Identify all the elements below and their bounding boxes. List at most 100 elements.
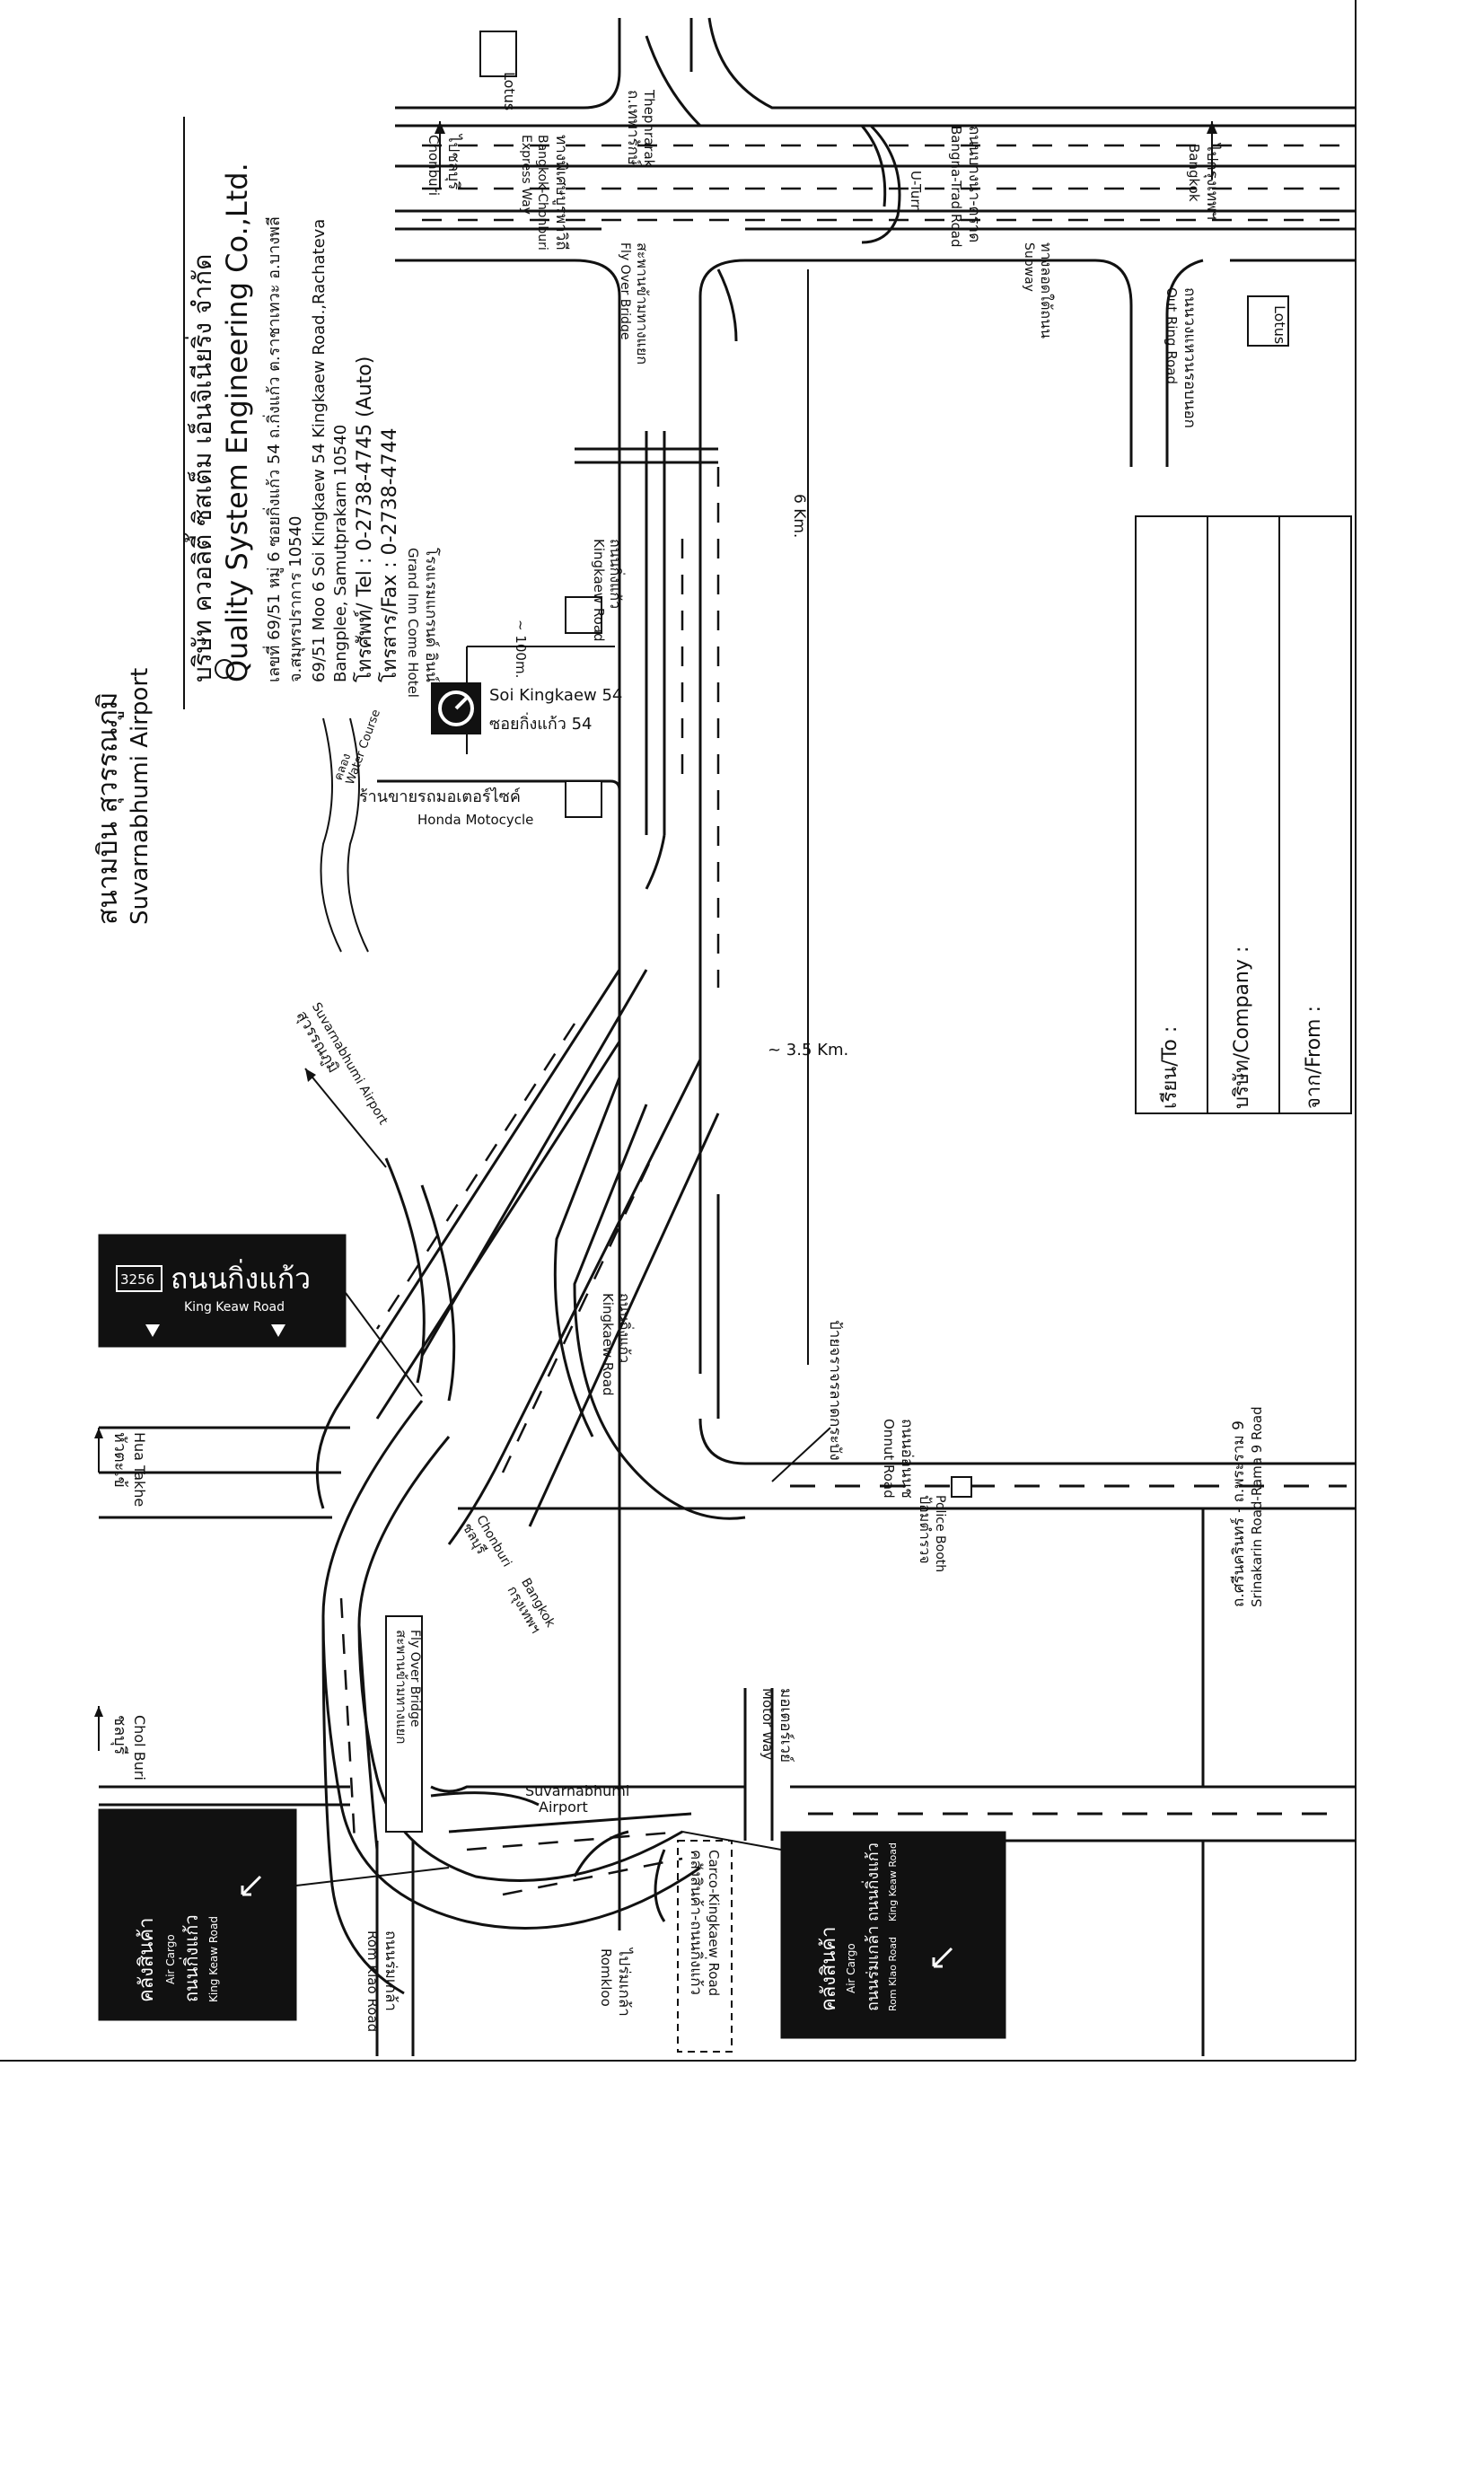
to-bangkok-en-label: Bangkok (1186, 144, 1202, 202)
onnut-th-label: ถนนอ่อนนุช (898, 1419, 916, 1499)
company-block: บริษัท ควอลิตี้ ซิสเต็ม เอ็นจิเนียริ่ง จ… (184, 163, 401, 682)
hotel-th-label: โรงแรมแกรนด์ อินน์ (422, 548, 441, 682)
hua-takhe-th-label: หัวตะเข้ (110, 1432, 129, 1488)
lotus-top-box (479, 31, 517, 77)
srinakarin-th-label: ถ.ศรีนครินทร์ - ถ.พระราม 9 (1230, 1420, 1248, 1607)
outer-ring-th-label: ถนนวงแหวนรอบนอก (1181, 287, 1199, 428)
sign-air-cargo-right: คลังสินค้า Air Cargo ถนนร่มเกล้า ถนนกิ่ง… (780, 1831, 1006, 2039)
form-to-label: เรียน/To : (1159, 1026, 1181, 1109)
srinakarin-en-label: Srinakarin Road-Rama 9 Road (1249, 1406, 1265, 1607)
lat-krabang-sign-label: ป้ายจราจรลาดกระบัง (826, 1320, 844, 1461)
sign-arrow-down-icon (145, 1324, 160, 1337)
cargo-th-label: คลังสินค้า-ถนนกิ่งแก้ว (687, 1850, 707, 1995)
company-logo-small-icon (215, 659, 234, 679)
kingkaew-lower-th-label: ถนนกิ่งแก้ว (616, 1293, 635, 1363)
to-chonburi-th-label: ไปชลบุรี (444, 133, 463, 189)
distance-100m-label: ~ 100m. (513, 620, 529, 678)
bangna-trad-en-label: Bangna-Trad Road (948, 126, 964, 248)
flyover-lower-th-label: สะพานข้ามทางแยก (393, 1630, 409, 1745)
arrow-lat-krabang-icon (771, 1427, 831, 1482)
romkloo-en-label: Romkloo (598, 1948, 614, 2007)
sign-arrow-down-icon (271, 1324, 285, 1337)
cargo-en-label: Carco-Kingkaew Road (706, 1850, 722, 1996)
cargo-dashed-box (677, 1840, 733, 2053)
police-booth-box (951, 1476, 972, 1498)
soi-th-label: ซอยกิ่งแก้ว 54 (489, 712, 593, 734)
chol-buri-th-label: ชลบุรี (110, 1715, 129, 1755)
subway-th-label: ทางลอดใต้ถนน (1038, 242, 1055, 339)
onnut-en-label: Onnut Road (881, 1419, 897, 1499)
kingkaew-top-en-label: Kingkaew Road (591, 539, 607, 642)
sign-right-th2: ถนนร่มเกล้า (864, 1926, 882, 2011)
honda-box (565, 780, 602, 818)
sign-kingkaew-th: ถนนกิ่งแก้ว (171, 1259, 311, 1296)
bangna-trad-th-label: ถนนบางนา-ตราด (965, 126, 983, 242)
police-booth-th-label: ป้อมตำรวจ (917, 1495, 934, 1564)
soi-en-label: Soi Kingkaew 54 (489, 686, 622, 705)
expressway-en2-label: Express Way (519, 135, 533, 215)
sign-arrow-upleft-icon (241, 1875, 262, 1896)
sign-left-en2: King Keaw Road (207, 1916, 220, 2002)
sign-right-en2: Rom Klao Road (887, 1937, 899, 2011)
to-chonburi-en-label: Chonburi (426, 135, 442, 196)
motorway-en-label: Motor Way (760, 1688, 776, 1760)
sign-right-th: คลังสินค้า (818, 1927, 840, 2011)
sign-left-th: คลังสินค้า (136, 1918, 158, 2002)
romklao-en-label: Rom Klao Road (364, 1930, 381, 2032)
company-fax: โทรสาร/Fax : 0-2738-4744 (378, 427, 401, 682)
company-name-th: บริษัท ควอลิตี้ ซิสเต็ม เอ็นจิเนียริ่ง จ… (184, 254, 217, 682)
uturn-label: U-Turn (908, 171, 924, 213)
sign-arrow-downleft-icon (932, 1947, 953, 1968)
sign-right-en3: King Keaw Road (887, 1842, 899, 1921)
company-name-en: Quality System Engineering Co.,Ltd. (220, 163, 254, 682)
airport-title-th: สนามบิน สุวรรณภูมิ (92, 692, 125, 925)
romkloo-th-label: ไปร่มเกล้า (615, 1947, 634, 2017)
motorway-th-label: มอเตอร์เวย์ (777, 1688, 795, 1763)
company-address-th-2: จ.สมุทรปราการ 10540 (286, 515, 305, 682)
expressway-th-label: ทางพิเศษบูรพาวิถี (552, 135, 570, 251)
lotus-top-label: Lotus (501, 72, 518, 110)
expressway-en1-label: Bangkok-Chonburi (535, 135, 549, 251)
thepharak-th-label: ถ.เทพารักษ์ (624, 90, 642, 166)
chol-buri-en-label: Chol Buri (131, 1715, 148, 1781)
hua-takhe-en1-label: Hua Takhe (131, 1432, 148, 1507)
hotel-en-label: Grand Inn Come Hotel (405, 548, 421, 698)
distance-6km-label: 6 Km. (790, 494, 808, 538)
airport-ramp-en1-label: Suvarnabhumi (525, 1782, 629, 1799)
form-from-label: จาก/From : (1303, 1006, 1325, 1109)
road-network (99, 17, 1356, 2056)
airport-ramp-en2-label: Airport (539, 1798, 588, 1816)
company-address-en-2: Bangplee, Samutprakarn 10540 (331, 425, 350, 682)
thepharak-en-label: Thephrarak (641, 89, 657, 168)
airport-title-en: Suvarnabhumi Airport (127, 668, 154, 925)
company-address-en-1: 69/51 Moo 6 Soi Kingkaew 54 Kingkaew Roa… (310, 219, 329, 682)
lotus-right-box (1247, 295, 1289, 347)
sign-kingkaew-number: 3256 (120, 1271, 154, 1288)
form-company-label: บริษัท/Company : (1231, 946, 1253, 1109)
sign-right-th3: ถนนกิ่งแก้ว (861, 1842, 882, 1921)
flyover-top-en-label: Fly Over Bridge (618, 242, 632, 339)
hotel-box (565, 596, 602, 634)
airport-title: สนามบิน สุวรรณภูมิ Suvarnabhumi Airport (92, 668, 154, 925)
outer-ring-en-label: Out Ring Road (1163, 287, 1180, 384)
arrow-airport-icon (304, 1068, 387, 1168)
distance-3-5km-label: ~ 3.5 Km. (768, 1041, 848, 1060)
romklao-th-label: ถนนร่มเกล้า (382, 1930, 400, 2011)
sign-left-en1: Air Cargo (164, 1934, 177, 1984)
sign-air-cargo-left: คลังสินค้า Air Cargo ถนนกิ่งแก้ว King Ke… (98, 1808, 297, 2021)
sign-left-th2: ถนนกิ่งแก้ว (179, 1914, 202, 2002)
honda-en-label: Honda Motocycle (417, 812, 533, 828)
sign-kingkaew: 3256 ถนนกิ่งแก้ว King Keaw Road (98, 1234, 347, 1348)
company-address-th-1: เลขที่ 69/51 หมู่ 6 ซอยกิ่งแก้ว 54 ถ.กิ่… (262, 216, 284, 682)
sign-right-en1: Air Cargo (845, 1943, 857, 1993)
police-booth-en-label: Police Booth (933, 1495, 947, 1572)
company-tel: โทรศัพท์/ Tel : 0-2738-4745 (Auto) (353, 356, 376, 682)
flyover-lower-box (385, 1615, 423, 1833)
kingkaew-lower-en-label: Kingkaew Road (600, 1293, 616, 1396)
honda-th-label: ร้านขายรถมอเตอร์ไซค์ (359, 787, 521, 806)
sign-kingkaew-en: King Keaw Road (184, 1300, 285, 1315)
fax-form: เรียน/To : บริษัท/Company : จาก/From : (1135, 515, 1352, 1114)
flyover-lower-en-label: Fly Over Bridge (408, 1630, 422, 1727)
to-bangkok-th-label: ไปกรุงเทพฯ (1203, 142, 1222, 220)
lotus-right-label: Lotus (1271, 305, 1288, 344)
